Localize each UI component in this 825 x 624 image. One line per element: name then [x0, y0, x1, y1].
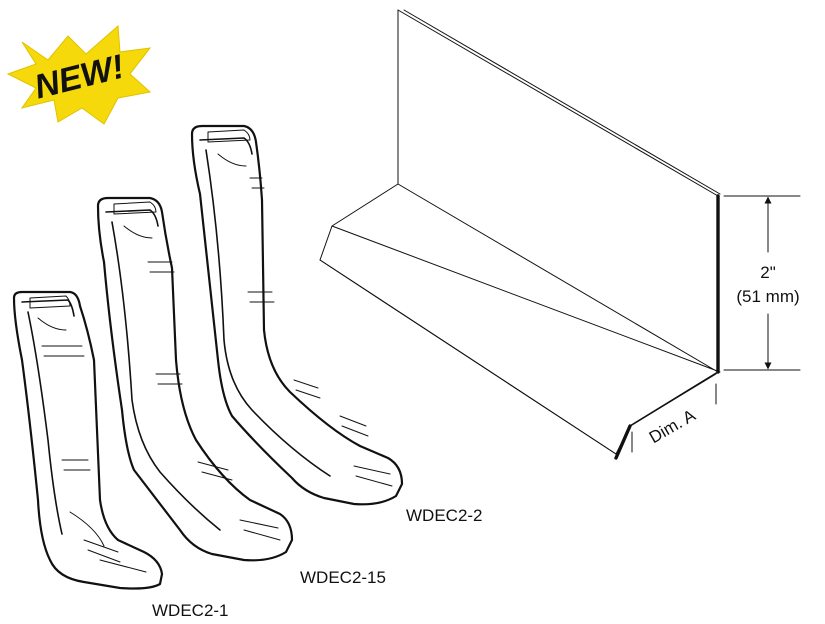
end-cap-wdec2-1: WDEC2-1 [12, 290, 229, 620]
depth-dimension: Dim. A [631, 383, 717, 453]
end-cap-outline [96, 196, 294, 562]
part-label-wdec2-2: WDEC2-2 [406, 506, 483, 525]
molding-base-top [319, 183, 721, 455]
molding-depth-edge [614, 424, 632, 460]
molding-bottom-edge [629, 371, 719, 427]
end-cap-wdec2-15: WDEC2-15 [96, 196, 386, 587]
part-label-wdec2-1: WDEC2-1 [152, 601, 229, 620]
height-mm-label: (51 mm) [736, 287, 799, 306]
end-cap-inner-rim [199, 137, 331, 477]
molding-back-panel [397, 9, 721, 373]
molding-profile [319, 9, 721, 460]
end-cap-wdec2-2: WDEC2-2 [190, 124, 483, 525]
end-cap-inner-rim [105, 209, 221, 531]
height-dimension: 2" (51 mm) [723, 195, 801, 371]
end-cap-inner-rim [21, 299, 75, 535]
new-badge: NEW! [6, 24, 152, 125]
height-inches-label: 2" [760, 263, 776, 282]
part-label-wdec2-15: WDEC2-15 [300, 568, 386, 587]
end-cap-outline [12, 290, 164, 590]
end-cap-channel [113, 201, 281, 541]
end-cap-outline [190, 124, 404, 506]
end-cap-channel [29, 295, 147, 573]
starburst-shape [6, 24, 152, 125]
end-cap-channel [207, 129, 393, 487]
